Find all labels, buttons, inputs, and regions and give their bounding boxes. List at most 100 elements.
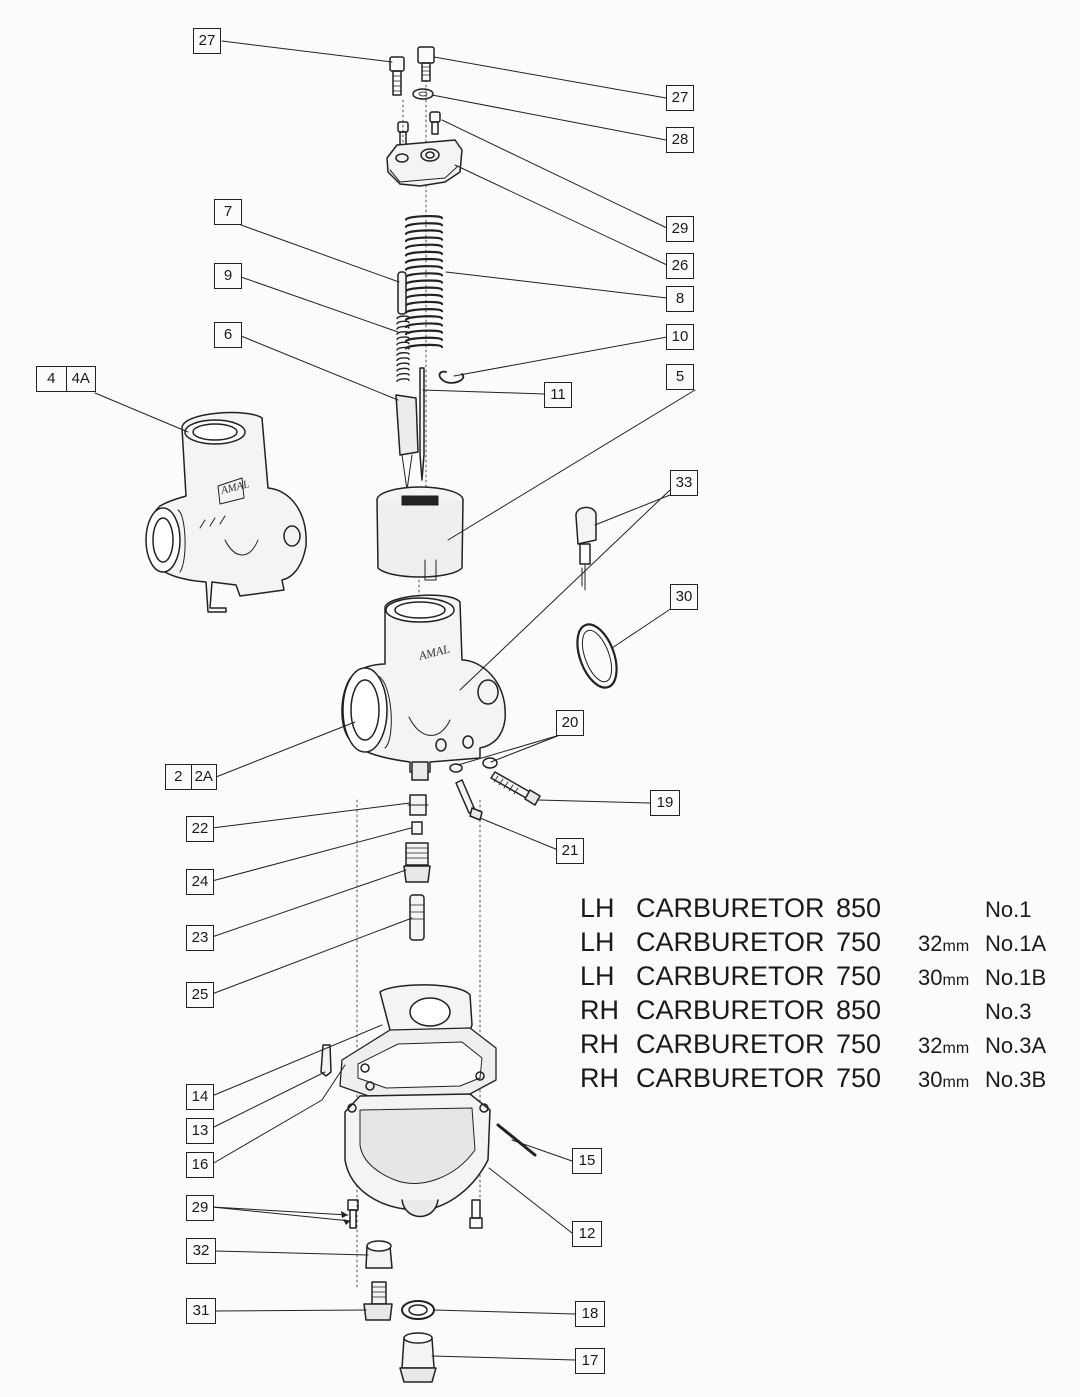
callout-29-bottom: 29 [186,1195,214,1221]
callout-2: 2 [174,768,183,785]
legend-number: No.1B [985,965,1047,990]
legend-carburetor: CARBURETOR [636,995,825,1025]
legend-side: RH [580,1063,619,1093]
callout-12: 12 [572,1221,602,1247]
jet-block-32 [365,1240,393,1269]
legend-number: No.3B [985,1067,1047,1092]
callout-22: 22 [186,816,214,842]
leader-lines [94,40,696,1361]
legend-number: No.1A [985,931,1047,956]
legend-carburetor: CARBURETOR [636,961,825,991]
legend-side: LH [580,927,615,957]
callout-27-right: 27 [666,85,694,111]
callout-23: 23 [186,925,214,951]
callout-5: 5 [666,364,694,390]
callout-4-4a: 4 4A [36,366,96,392]
jet-needle-11 [419,367,425,481]
legend-bore: 30mm [918,1067,969,1093]
legend-bore: 32mm [918,931,969,957]
callout-19: 19 [650,790,680,816]
top-cap-screw-right [417,46,435,82]
callout-30: 30 [670,584,698,610]
jet-24 [411,821,423,835]
callout-18: 18 [575,1301,605,1327]
callout-26: 26 [666,253,694,279]
legend-number: No.3A [985,1033,1047,1058]
callout-13: 13 [186,1118,214,1144]
callout-16: 16 [186,1152,214,1178]
legend-number: No.1 [985,897,1032,922]
callout-33: 33 [670,470,698,496]
callout-9: 9 [214,263,242,289]
legend-carburetor: CARBURETOR [636,893,825,923]
jet-holder-23 [403,842,431,883]
callout-27-left: 27 [193,28,221,54]
legend-number: No.3 [985,999,1032,1024]
needle-jet-25 [409,894,425,941]
legend-bore-value: 30 [918,965,943,990]
legend-bore-value: 32 [918,931,943,956]
callout-20: 20 [556,710,584,736]
float-bowl-gasket-16 [339,1027,497,1101]
gasket-ring-30 [576,623,618,689]
banjo-bolt-31 [363,1281,393,1321]
callout-24: 24 [186,869,214,895]
legend-capacity: 750 [836,1029,882,1059]
legend-side: RH [580,1029,619,1059]
callout-8: 8 [666,286,694,312]
legend-capacity: 850 [836,893,882,923]
callout-11: 11 [544,382,572,408]
callout-29-top: 29 [666,216,694,242]
needle-spring-9 [396,315,410,383]
legend-bore-value: 30 [918,1067,943,1092]
pilot-jet-22 [407,794,429,816]
legend-bore: 30mm [918,965,969,991]
callout-15: 15 [572,1148,602,1174]
washer-28 [412,88,434,100]
legend-capacity: 750 [836,1063,882,1093]
tickler-33 [575,506,597,591]
callout-10: 10 [666,324,694,350]
callout-7: 7 [214,199,242,225]
carburetor-body-2 [341,594,506,781]
throttle-spring-8 [404,214,444,350]
callout-32: 32 [186,1238,216,1264]
top-cap-26 [386,139,463,187]
legend-bore-unit: mm [942,972,970,989]
legend-side: LH [580,893,615,923]
callout-31: 31 [186,1298,216,1324]
float-bowl-12 [344,1093,491,1218]
callout-17: 17 [575,1348,605,1374]
float-needle-13 [320,1044,332,1077]
legend-bore-unit: mm [942,1074,970,1091]
float-pin-15 [496,1123,537,1157]
pilot-screw-21 [455,779,483,821]
legend-side: LH [580,961,615,991]
throttle-slide-5 [376,486,464,581]
callout-6: 6 [214,322,242,348]
legend-capacity: 850 [836,995,882,1025]
top-cap-screw-left [389,56,405,96]
bowl-plug-17 [399,1332,437,1383]
circlip-10 [438,370,465,384]
callout-25: 25 [186,982,214,1008]
fibre-washer-18 [401,1300,435,1320]
callout-4: 4 [47,370,56,387]
callout-21: 21 [556,838,584,864]
needle-clip-7 [397,271,407,315]
legend-carburetor: CARBURETOR [636,1063,825,1093]
legend-capacity: 750 [836,927,882,957]
air-screw-19 [490,771,541,806]
callout-14: 14 [186,1084,214,1110]
legend-bore-unit: mm [942,1040,970,1057]
callout-4a: 4A [65,367,96,391]
legend-side: RH [580,995,619,1025]
legend-carburetor: CARBURETOR [636,927,825,957]
needle-6 [395,394,419,491]
callout-2a: 2A [190,765,217,789]
legend-capacity: 750 [836,961,882,991]
callout-28: 28 [666,127,694,153]
legend-bore-value: 32 [918,1033,943,1058]
